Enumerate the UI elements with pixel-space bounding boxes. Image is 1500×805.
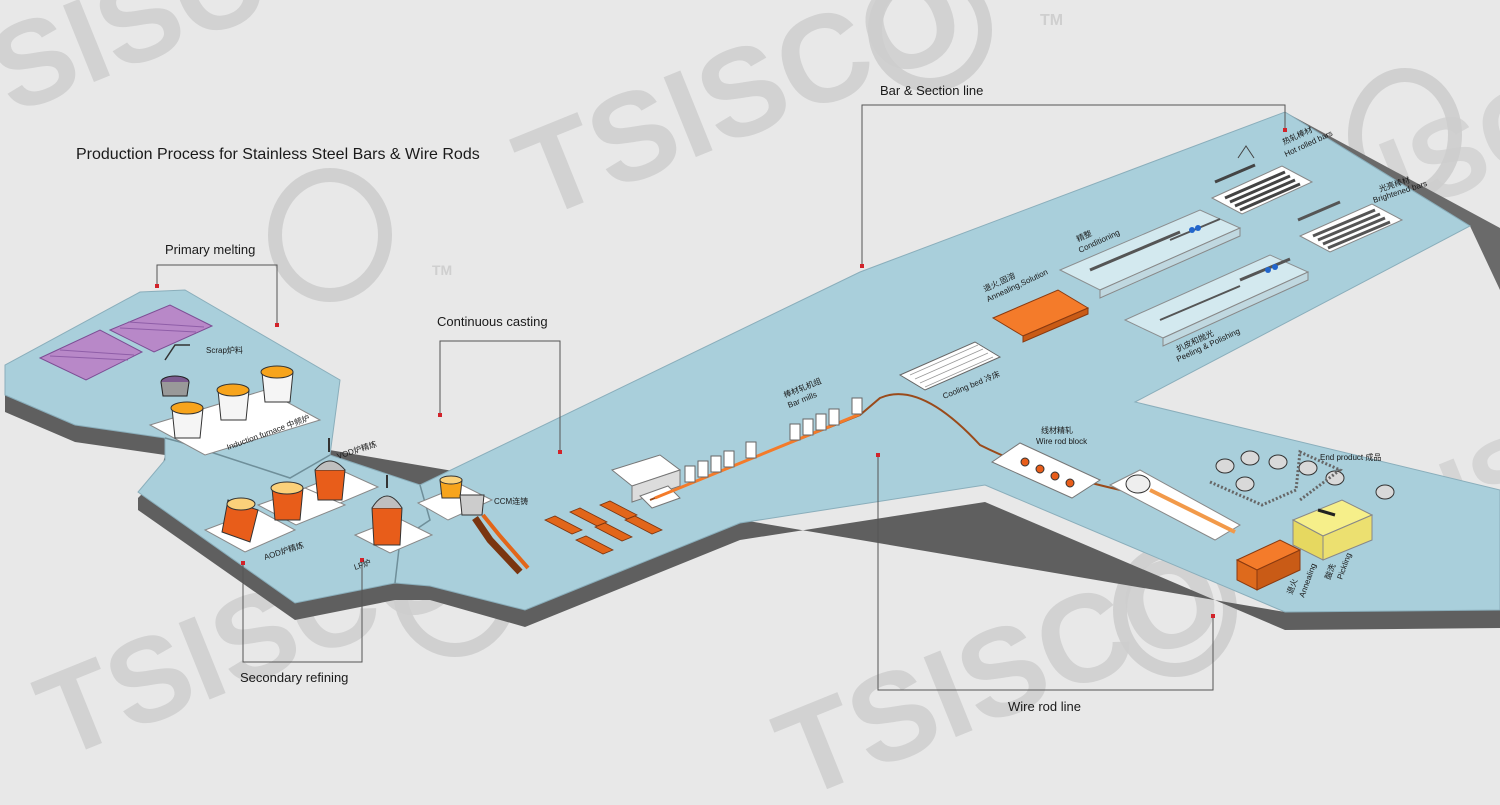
callout-primary-melting [156,264,278,325]
mill-stand [723,450,735,468]
ladle [270,481,304,521]
mill-stand [745,441,757,459]
watermark-text: TSISCO [498,0,982,245]
watermark-logo-icon [868,0,992,92]
scrap-pile [38,329,144,381]
coil-icon [1240,450,1260,466]
end-product-label: End product 成品 [1320,452,1381,462]
wire-rod-laying-conveyor [1108,469,1242,541]
watermark-tm: TM [1040,12,1063,29]
section-label-continuous-casting: Continuous casting [437,314,548,329]
section-label-wire-rod-line: Wire rod line [1008,699,1081,714]
mill-stand [789,423,801,441]
induction-furnace [216,383,250,421]
watermark-tm: TM [432,262,452,278]
marker-dot [558,450,562,454]
mill-stand [851,397,863,415]
marker-dot [360,558,364,562]
induction-furnaces [170,365,294,439]
mill-stands [684,397,863,483]
coil-icon [1215,458,1235,474]
mill-stand [710,455,722,473]
marker-dot [1283,128,1287,132]
watermark-logo-icon [268,168,392,302]
marker-dot [241,561,245,565]
ccm-strand [472,516,523,575]
callout-wire-rod [877,455,1214,691]
mill-stand [815,413,827,431]
callout-continuous-casting [439,340,561,452]
marker-dot [876,453,880,457]
mill-stand [684,465,696,483]
coil-icon [1375,484,1395,500]
wire-rod-block-label-en: Wire rod block [1036,437,1088,446]
scrap-label: Scrap炉料 [206,345,243,355]
marker-dot [1211,614,1215,618]
coil-icon [1235,476,1255,492]
marker-dot [438,413,442,417]
wire-rod-block-label-cn: 线材精轧 [1041,425,1073,435]
coil-conveyor [1209,449,1343,507]
scrap-pile [108,304,214,353]
brightened-bars-stack [1297,200,1404,253]
annealing-solution-furnace [991,289,1090,343]
marker-dot [155,284,159,288]
lf-furnace [371,475,403,546]
peeling-polishing-station [1123,254,1310,347]
ccm-label: CCM连铸 [494,496,528,506]
induction-furnace [170,401,204,439]
watermark-text: TSISCO [0,0,368,167]
section-label-bar-section-line: Bar & Section line [880,83,983,98]
billets [544,500,663,555]
callout-markers [155,128,1287,618]
scrap-bucket [160,344,190,397]
aod-converter [221,497,259,543]
page-title: Production Process for Stainless Steel B… [76,146,480,163]
section-label-secondary-refining: Secondary refining [240,670,348,685]
vod-vessel [314,438,346,501]
annealing-furnace [1235,539,1302,591]
rolling-line [649,393,1131,501]
callout-secondary-refining [242,560,363,663]
mill-stand [828,408,840,426]
marker-dot [275,323,279,327]
pickling-tank [1291,499,1374,561]
wire-rod-block [990,442,1102,499]
coils [1215,450,1395,500]
floor-divider [164,437,331,479]
callout-bar-section [861,104,1286,266]
rolling-line-hot [654,412,861,500]
ccm-machine [416,475,530,575]
ccm-strand [481,513,530,570]
marker-dot [860,264,864,268]
cooling-bed [898,341,1002,391]
coil-icon [1325,470,1345,486]
section-label-primary-melting: Primary melting [165,242,255,257]
coil-icon [1268,454,1288,470]
induction-furnace [260,365,294,403]
mill-stand [697,460,709,478]
refining-vessels [221,438,403,546]
scrap-piles [38,304,214,381]
conditioning-station [1058,209,1242,299]
callout-lines [156,104,1286,691]
hot-rolled-bars-stack [1210,145,1314,215]
coil-icon [1298,460,1318,476]
mill-stand [802,418,814,436]
